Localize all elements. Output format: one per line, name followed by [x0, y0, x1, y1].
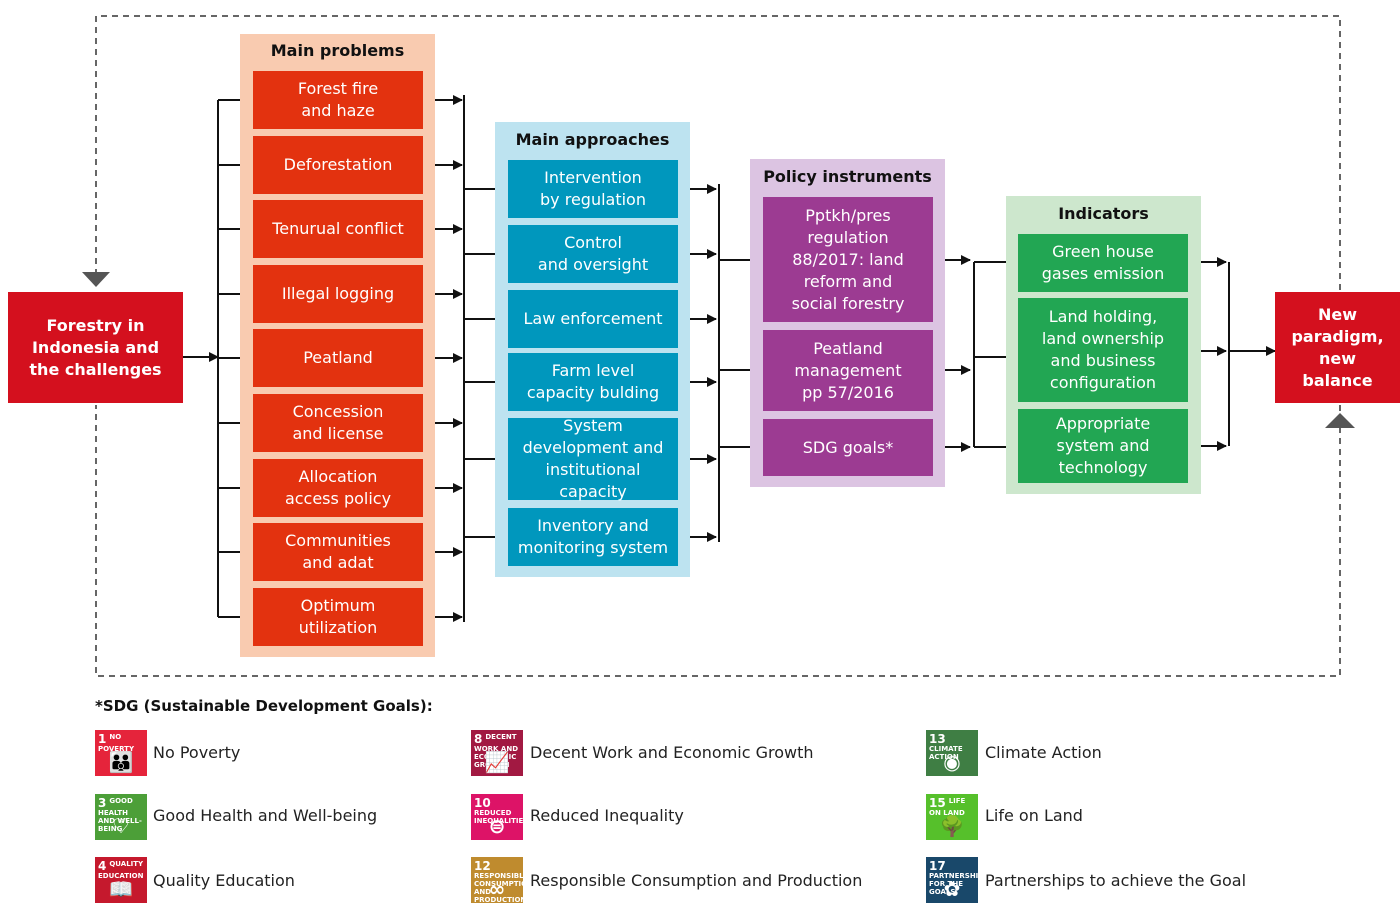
problem-box: Peatland [253, 329, 423, 387]
panel-title-policy-instruments: Policy instruments [763, 167, 932, 186]
problem-box: Optimum utilization [253, 588, 423, 646]
sdg-short-title: RESPONSIBLE CONSUMPTION AND PRODUCTION [474, 872, 523, 903]
sdg-number: 10 [474, 796, 491, 810]
problem-box: Concession and license [253, 394, 423, 452]
sdg-number: 15 [929, 796, 946, 810]
problem-box: Illegal logging [253, 265, 423, 323]
sdg-label: Life on Land [985, 806, 1083, 825]
sdg-number: 12 [474, 859, 491, 873]
sdg-label: No Poverty [153, 743, 241, 762]
policy-box: Pptkh/pres regulation 88/2017: land refo… [763, 197, 933, 322]
sdg-tile: 12RESPONSIBLE CONSUMPTION AND PRODUCTION… [471, 857, 523, 903]
sdg-short-title: LIFE ON LAND [929, 797, 966, 817]
sdg-tile: 10REDUCED INEQUALITIES ⊜ [471, 794, 523, 840]
sdg-label: Partnerships to achieve the Goal [985, 871, 1247, 890]
sdg-number: 4 [98, 859, 107, 873]
sdg-tile: 17PARTNERSHIPS FOR THE GOALS ✿ [926, 857, 978, 903]
sdg-short-title: DECENT WORK AND ECONOMIC GROWTH [474, 733, 519, 769]
sdg-legend-title: *SDG (Sustainable Development Goals): [95, 697, 433, 715]
sdg-short-title: REDUCED INEQUALITIES [474, 809, 523, 825]
problem-box: Tenurual conflict [253, 200, 423, 258]
sdg-number: 1 [98, 732, 107, 746]
sdg-label: Responsible Consumption and Production [530, 871, 863, 890]
sdg-short-title: CLIMATE ACTION [929, 745, 963, 761]
dashed-arrowhead-up [1325, 413, 1355, 428]
problem-box: Deforestation [253, 136, 423, 194]
dashed-arrowhead-down [82, 272, 110, 287]
sdg-number: 13 [929, 732, 946, 746]
sdg-label: Decent Work and Economic Growth [530, 743, 814, 762]
start-box-forestry: Forestry in Indonesia and the challenges [8, 292, 183, 403]
approach-box: Inventory and monitoring system [508, 508, 678, 566]
sdg-tile: 13CLIMATE ACTION ◉ [926, 730, 978, 776]
family-icon: 👪 [108, 750, 134, 774]
sdg-short-title: PARTNERSHIPS FOR THE GOALS [929, 872, 978, 896]
approach-box: Farm level capacity bulding [508, 353, 678, 411]
equality-icon: ⊜ [488, 814, 506, 838]
approach-box: Law enforcement [508, 290, 678, 348]
sdg-label: Quality Education [153, 871, 295, 890]
indicator-box: Green house gases emission [1018, 234, 1188, 292]
sdg-number: 3 [98, 796, 107, 810]
sdg-short-title: NO POVERTY [98, 733, 135, 753]
panel-title-main-problems: Main problems [270, 41, 405, 60]
policy-box: SDG goals* [763, 419, 933, 476]
indicator-box: Land holding, land ownership and busines… [1018, 298, 1188, 402]
eye-globe-icon: ◉ [943, 750, 961, 774]
sdg-label: Good Health and Well-being [153, 806, 378, 825]
flower-rings-icon: ✿ [943, 877, 961, 901]
approach-box: System development and institutional cap… [508, 416, 678, 501]
sdg-label: Climate Action [985, 743, 1102, 762]
problem-box: Allocation access policy [253, 459, 423, 517]
sdg-short-title: QUALITY EDUCATION [98, 860, 144, 880]
heartbeat-icon: ♡ [112, 814, 130, 838]
sdg-short-title: GOOD HEALTH AND WELL-BEING [98, 797, 142, 833]
policy-box: Peatland management pp 57/2016 [763, 330, 933, 411]
sdg-number: 8 [474, 732, 483, 746]
sdg-number: 17 [929, 859, 946, 873]
problem-box: Communities and adat [253, 523, 423, 581]
sdg-label: Reduced Inequality [530, 806, 684, 825]
infinity-icon: ∞ [488, 877, 506, 901]
approach-box: Control and oversight [508, 225, 678, 283]
end-box-new-paradigm: New paradigm, new balance [1275, 292, 1400, 403]
tree-bird-icon: 🌳 [939, 814, 965, 838]
growth-chart-icon: 📈 [484, 750, 510, 774]
book-icon: 📖 [108, 877, 134, 901]
panel-title-main-approaches: Main approaches [515, 130, 670, 149]
panel-title-indicators: Indicators [1058, 204, 1149, 223]
approach-box: Intervention by regulation [508, 160, 678, 218]
indicator-box: Appropriate system and technology [1018, 409, 1188, 483]
problem-box: Forest fire and haze [253, 71, 423, 129]
